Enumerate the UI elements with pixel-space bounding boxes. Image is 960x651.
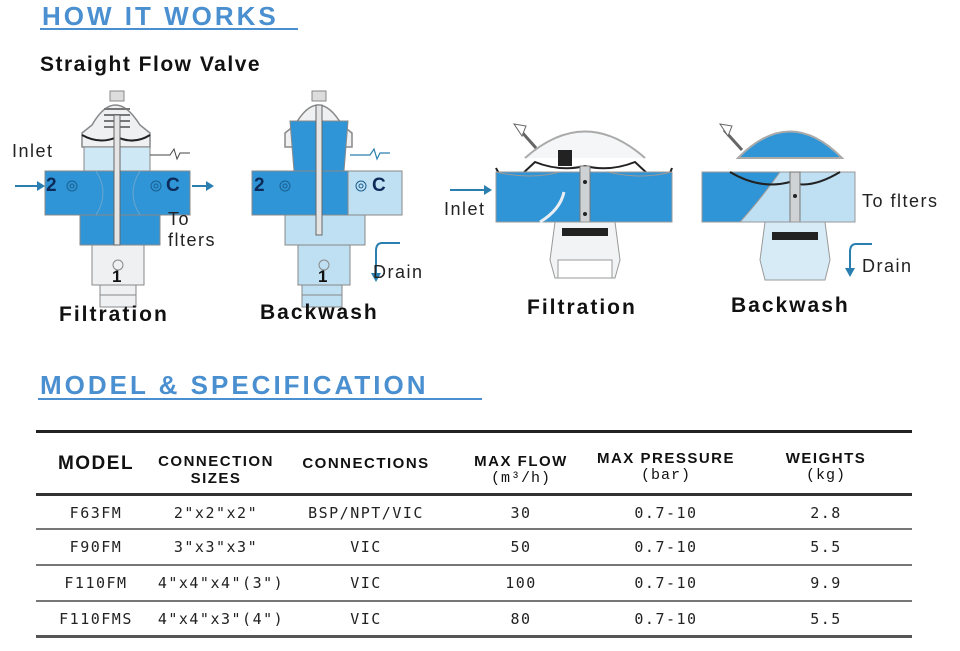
drain-label: Drain: [862, 256, 913, 276]
cell-model: F110FMS: [59, 610, 133, 628]
model-spec-title: MODEL & SPECIFICATION: [40, 370, 429, 400]
how-it-works-underline: [40, 28, 298, 30]
table-row: F63FM 2"x2"x2" BSP/NPT/VIC 30 0.7-10 2.8: [36, 496, 912, 530]
how-it-works-title: HOW IT WORKS: [42, 1, 279, 31]
straight-flow-valve-subtitle: Straight Flow Valve: [40, 53, 262, 76]
cell-model: F63FM: [69, 504, 123, 522]
cell-sizes: 4"x4"x4"(3"): [157, 574, 285, 592]
diagram-backwash: To flters Drain Backwash: [690, 110, 960, 330]
cell-max-pressure: 0.7-10: [634, 610, 698, 628]
cell-model: F110FM: [64, 574, 128, 592]
cell-weight: 9.9: [810, 574, 842, 592]
cell-max-flow: 30: [510, 504, 532, 522]
cell-sizes: 2"x2"x2": [173, 504, 259, 522]
port-2-label: 2: [46, 175, 57, 196]
model-spec-underline: [38, 398, 482, 400]
header-max-flow: MAX FLOW (m³/h): [474, 453, 568, 487]
cell-connections: BSP/NPT/VIC: [308, 504, 424, 522]
valve-backwash-icon: [701, 123, 872, 281]
to-filters-label: To flters: [168, 209, 217, 250]
port-1-label: 1: [112, 267, 122, 286]
backwash-caption: Backwash: [260, 301, 379, 324]
inlet-label: Inlet: [12, 141, 54, 161]
cell-max-flow: 50: [510, 538, 532, 556]
filtration-caption: Filtration: [527, 296, 637, 319]
header-max-pressure: MAX PRESSURE (bar): [596, 450, 736, 484]
port-c-label: C: [166, 175, 180, 196]
table-row: F110FM 4"x4"x4"(3") VIC 100 0.7-10 9.9: [36, 566, 912, 602]
cell-max-pressure: 0.7-10: [634, 538, 698, 556]
cell-weight: 5.5: [810, 538, 842, 556]
cell-connections: VIC: [350, 610, 382, 628]
table-row: F110FMS 4"x4"x3"(4") VIC 80 0.7-10 5.5: [36, 602, 912, 638]
straight-valve-backwash-icon: [251, 90, 403, 308]
table-header: MODEL CONNECTION SIZES CONNECTIONS MAX F…: [36, 433, 912, 493]
cell-sizes: 4"x4"x3"(4"): [157, 610, 285, 628]
header-connection-sizes: CONNECTION SIZES: [158, 453, 274, 487]
table-top-rule: [36, 430, 912, 433]
table-header-rule: [36, 493, 912, 496]
to-filters-label: To flters: [862, 191, 939, 211]
table-row: F90FM 3"x3"x3" VIC 50 0.7-10 5.5: [36, 530, 912, 566]
header-connections: CONNECTIONS: [302, 455, 430, 472]
cell-model: F90FM: [69, 538, 123, 556]
port-c-label: C: [372, 175, 386, 196]
diagram-filtration: Inlet Filtration: [440, 110, 700, 330]
filtration-caption: Filtration: [59, 303, 169, 326]
cell-max-flow: 100: [505, 574, 537, 592]
straight-valve-filtration-icon: [15, 90, 214, 308]
valve-filtration-icon: [450, 123, 673, 279]
cell-max-pressure: 0.7-10: [634, 504, 698, 522]
port-1-label: 1: [318, 267, 328, 286]
diagram-straight-backwash: 2 C 1 Drain Backwash: [240, 85, 440, 335]
header-weights: WEIGHTS (kg): [785, 450, 867, 484]
cell-sizes: 3"x3"x3": [173, 538, 259, 556]
header-model: MODEL: [57, 453, 135, 474]
cell-weight: 2.8: [810, 504, 842, 522]
drain-label: Drain: [373, 262, 424, 282]
inlet-label: Inlet: [444, 199, 486, 219]
cell-connections: VIC: [350, 574, 382, 592]
cell-connections: VIC: [350, 538, 382, 556]
diagram-straight-filtration: Inlet 2 C 1 To flters Filtration: [0, 85, 240, 335]
port-2-label: 2: [254, 175, 265, 196]
cell-max-pressure: 0.7-10: [634, 574, 698, 592]
cell-max-flow: 80: [510, 610, 532, 628]
cell-weight: 5.5: [810, 610, 842, 628]
backwash-caption: Backwash: [731, 294, 850, 317]
